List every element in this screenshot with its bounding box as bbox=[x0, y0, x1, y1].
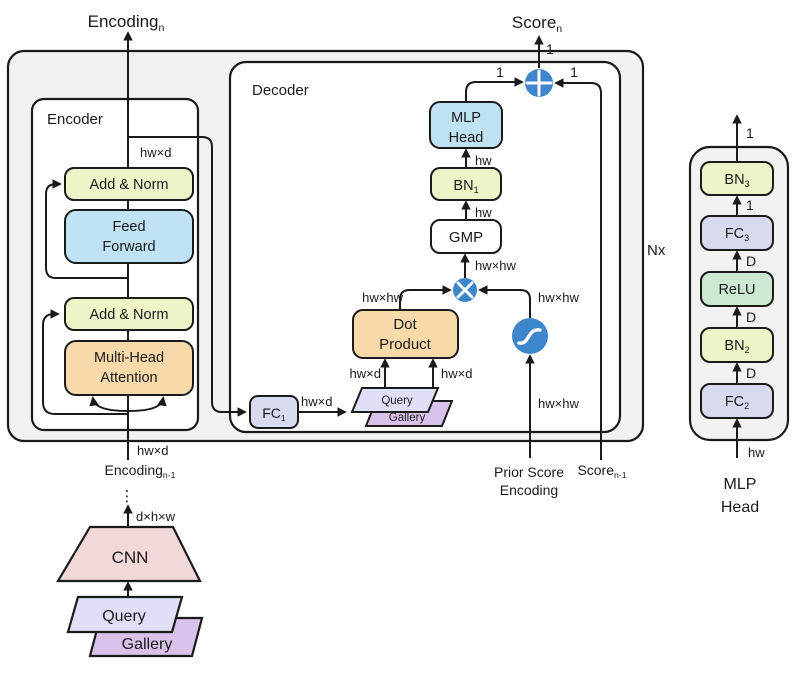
skip-connection-mha-arrow bbox=[42, 309, 128, 415]
fc3-block bbox=[700, 215, 774, 251]
fc1-block bbox=[249, 395, 299, 429]
feed-forward-label-line2: Forward bbox=[102, 239, 155, 255]
add-norm-2-label: Add & Norm bbox=[90, 307, 169, 323]
query-parallelogram bbox=[66, 595, 184, 634]
dim-one-mlp-plus: 1 bbox=[496, 64, 504, 80]
dim-hw-bn1-mlp: hw bbox=[475, 153, 492, 168]
fc3-label: FC3 bbox=[725, 226, 749, 243]
dim-d-relu-fc3: D bbox=[746, 253, 756, 269]
gmp-label: GMP bbox=[449, 229, 483, 246]
qkv-left-arrow bbox=[89, 396, 129, 412]
dim-hw-mlp-input: hw bbox=[748, 445, 765, 460]
fc2-label: FC2 bbox=[725, 394, 749, 411]
plus-icon bbox=[525, 69, 553, 97]
bn1-block bbox=[430, 167, 502, 201]
skip-connection-ff-arrow bbox=[45, 179, 128, 279]
dim-hw-gmp-bn1: hw bbox=[475, 205, 492, 220]
dim-hwxhw-gmp: hw×hw bbox=[475, 258, 516, 273]
feed-forward-label-line1: Feed bbox=[112, 219, 145, 235]
relu-label: ReLU bbox=[718, 282, 755, 298]
dim-d-bn2-relu: D bbox=[746, 309, 756, 325]
bn2-label: BN2 bbox=[724, 338, 749, 355]
multiply-icon bbox=[453, 278, 477, 302]
qkv-right-arrow bbox=[127, 396, 167, 412]
fc2-block bbox=[700, 383, 774, 419]
bn2-block bbox=[700, 327, 774, 363]
ellipsis-dots: ⋮ bbox=[120, 488, 135, 505]
query-parallelogram-decoder bbox=[350, 387, 440, 413]
dim-one-bn3-out: 1 bbox=[746, 125, 754, 141]
sigmoid-icon bbox=[512, 318, 548, 354]
add-norm-2-block bbox=[64, 297, 194, 331]
decoder-title: Decoder bbox=[252, 82, 309, 99]
dot-product-label-line2: Product bbox=[379, 336, 432, 353]
mlp-head-block-label-line2: Head bbox=[449, 130, 484, 146]
dim-hwxhw-sigmoid-top: hw×hw bbox=[538, 290, 579, 305]
mlp-head-block bbox=[429, 101, 503, 149]
multi-head-attention-block bbox=[64, 340, 194, 396]
encoder-title: Encoder bbox=[47, 111, 103, 128]
cnn-label: CNN bbox=[112, 548, 149, 567]
dim-hwxd-encoder-bottom: hw×d bbox=[137, 443, 168, 458]
connectors bbox=[42, 31, 742, 597]
prior-score-label-line1: Prior Score bbox=[494, 464, 564, 480]
bn3-block bbox=[700, 161, 774, 196]
relu-block bbox=[700, 271, 774, 307]
dim-hwxhw-dotproduct: hw×hw bbox=[362, 290, 403, 305]
fc1-label: FC1 bbox=[262, 405, 286, 423]
sigmoid-to-multiply-arrow bbox=[478, 285, 531, 318]
gmp-block bbox=[430, 219, 502, 254]
dim-one-score-out: 1 bbox=[546, 41, 554, 57]
prior-score-label-line2: Encoding bbox=[500, 482, 558, 498]
score-n-label: Scoren bbox=[512, 13, 562, 35]
mlp-caption-line1: MLP bbox=[724, 476, 757, 493]
dim-dxhxw: d×h×w bbox=[136, 509, 176, 524]
score-n1-label: Scoren-1 bbox=[577, 462, 626, 480]
cnn-trapezoid bbox=[56, 525, 202, 583]
bn3-label: BN3 bbox=[724, 172, 749, 189]
dot-product-block bbox=[352, 309, 459, 359]
dim-d-fc2-bn2: D bbox=[746, 365, 756, 381]
gallery-label: Gallery bbox=[122, 636, 173, 653]
add-norm-1-label: Add & Norm bbox=[90, 177, 169, 193]
dot-product-label-line1: Dot bbox=[393, 316, 417, 333]
mha-label-line1: Multi-Head bbox=[94, 350, 164, 366]
dim-one-score-prev: 1 bbox=[570, 64, 578, 80]
mlphead-to-plus-arrow bbox=[465, 77, 524, 102]
bn1-label: BN1 bbox=[453, 178, 478, 195]
query-label: Query bbox=[102, 608, 146, 625]
mlp-caption-line2: Head bbox=[721, 499, 759, 516]
dotproduct-to-multiply-arrow bbox=[399, 285, 452, 310]
dim-hwxd-gallery-arrow: hw×d bbox=[441, 366, 472, 381]
dim-hwxd-fc1: hw×d bbox=[301, 394, 332, 409]
dim-hwxhw-sigmoid-input: hw×hw bbox=[538, 396, 579, 411]
encoding-n-label: Encodingn bbox=[88, 12, 165, 34]
dim-hwxd-query-arrow: hw×d bbox=[350, 366, 381, 381]
nx-repeat-label: Nx bbox=[647, 242, 666, 259]
decoder-box bbox=[228, 60, 622, 434]
mlp-head-block-label-line1: MLP bbox=[451, 110, 481, 126]
dim-hwxd-encoder-top: hw×d bbox=[140, 145, 171, 160]
gallery-dec-label: Gallery bbox=[389, 412, 426, 424]
encoding-n1-label: Encodingn-1 bbox=[105, 462, 176, 480]
encoder-to-fc1-arrow bbox=[128, 136, 247, 417]
score-prev-to-plus-arrow bbox=[554, 78, 602, 460]
add-norm-1-block bbox=[64, 167, 194, 201]
query-dec-label: Query bbox=[381, 395, 413, 407]
feed-forward-block bbox=[64, 209, 194, 264]
dim-one-fc3-bn3: 1 bbox=[746, 197, 754, 213]
mha-label-line2: Attention bbox=[100, 370, 157, 386]
